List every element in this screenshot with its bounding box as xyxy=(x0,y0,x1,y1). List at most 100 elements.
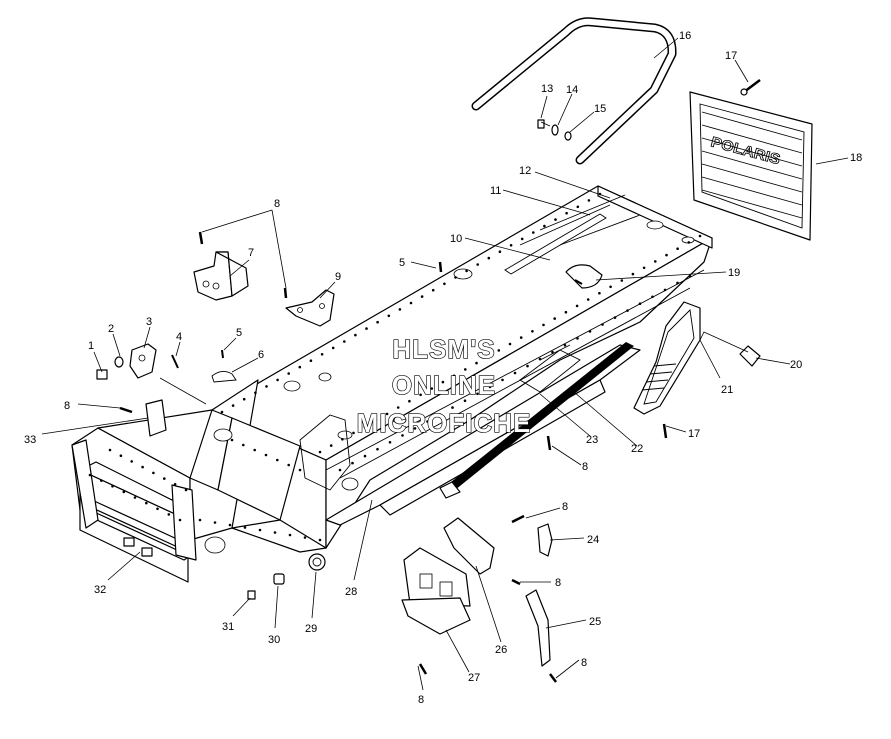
rivet xyxy=(430,387,434,390)
callout-2: 2 xyxy=(108,323,114,335)
rivet xyxy=(587,199,591,202)
callout-24: 24 xyxy=(587,534,599,546)
bracket-3 xyxy=(129,343,157,379)
rivet xyxy=(543,224,546,228)
rivet xyxy=(287,372,291,375)
decal-20 xyxy=(739,345,761,367)
rivet xyxy=(441,380,445,384)
rivet xyxy=(264,453,268,457)
callout-15: 15 xyxy=(594,103,606,115)
rivet xyxy=(576,337,579,340)
watermark-line-2: ONLINE xyxy=(392,370,496,400)
rivet xyxy=(320,353,324,356)
rivet xyxy=(341,438,344,441)
rivet xyxy=(538,357,542,361)
callout-6: 6 xyxy=(258,349,264,361)
rivet xyxy=(487,256,491,260)
rivet xyxy=(688,274,692,278)
rivet xyxy=(420,295,424,298)
rivet xyxy=(352,431,355,435)
rivet xyxy=(554,218,557,221)
callout-32: 32 xyxy=(94,584,106,596)
rivet xyxy=(654,260,657,263)
rivet xyxy=(588,330,592,333)
rivet xyxy=(488,385,492,389)
callout-14: 14 xyxy=(566,84,578,96)
rivet xyxy=(598,291,601,295)
callout-10: 10 xyxy=(450,233,462,245)
rivet xyxy=(452,374,456,378)
rivet xyxy=(318,450,322,454)
callout-12: 12 xyxy=(519,165,531,177)
grille-slat xyxy=(701,176,803,206)
rivet xyxy=(220,410,224,414)
rivet xyxy=(387,314,391,318)
rivet xyxy=(465,269,468,273)
bracket-9 xyxy=(285,289,335,327)
callout-8: 8 xyxy=(418,694,424,706)
rivet xyxy=(396,406,400,409)
callout-1: 1 xyxy=(88,340,94,352)
callout-5: 5 xyxy=(399,257,405,269)
support-26 xyxy=(443,517,495,575)
grille-slat xyxy=(701,124,803,154)
rivet xyxy=(376,447,379,451)
rivet xyxy=(130,460,133,463)
watermark: HLSM'S ONLINE MICROFICHE xyxy=(356,333,531,438)
rivet xyxy=(228,523,232,527)
rivet xyxy=(354,333,357,337)
rivet xyxy=(363,454,367,458)
rivet xyxy=(563,344,567,347)
rivet xyxy=(288,533,292,537)
bolt-31 xyxy=(247,590,256,600)
rivet xyxy=(476,392,479,396)
callout-labels: 1 2 3 4 5 5 6 7 8 8 8 8 8 8 8 9 10 11 12… xyxy=(24,30,862,706)
rivet xyxy=(687,241,691,244)
callout-33: 33 xyxy=(24,434,36,446)
rivet xyxy=(374,418,378,422)
rivet xyxy=(565,211,568,215)
rivet xyxy=(338,468,342,472)
rivet xyxy=(163,477,166,480)
rivet xyxy=(451,406,454,409)
callout-26: 26 xyxy=(495,644,507,656)
rivet xyxy=(463,399,467,403)
rivet xyxy=(626,309,629,312)
brace-25 xyxy=(525,589,551,667)
rivet xyxy=(513,371,517,375)
rivet xyxy=(100,479,103,482)
rivet xyxy=(231,404,235,407)
rivet xyxy=(542,323,545,327)
rivet xyxy=(454,276,457,279)
rivet xyxy=(419,393,422,397)
rivet xyxy=(388,441,392,444)
rivet xyxy=(254,391,257,395)
rivet xyxy=(253,448,256,452)
rivet xyxy=(318,538,322,542)
rivet xyxy=(365,327,368,330)
rivet xyxy=(426,420,429,423)
rivet xyxy=(88,473,92,477)
callout-22: 22 xyxy=(631,443,643,455)
rivet xyxy=(498,250,502,253)
rivet xyxy=(303,536,307,539)
rivet xyxy=(198,518,202,522)
screw-4 xyxy=(171,354,179,369)
rivet xyxy=(119,454,123,458)
bracket-33 xyxy=(145,399,167,437)
rivet xyxy=(551,350,554,354)
rivet xyxy=(273,531,277,534)
callout-8: 8 xyxy=(562,501,568,513)
rivet xyxy=(230,438,234,442)
rivet xyxy=(497,349,501,352)
rivet xyxy=(613,316,617,319)
rivet xyxy=(398,308,402,311)
grommet-29 xyxy=(308,553,326,571)
rivet xyxy=(443,282,446,286)
callout-5: 5 xyxy=(236,327,242,339)
plate-19 xyxy=(565,264,603,289)
rivet xyxy=(663,288,667,292)
rivet xyxy=(167,513,171,516)
bracket-7 xyxy=(193,251,249,301)
